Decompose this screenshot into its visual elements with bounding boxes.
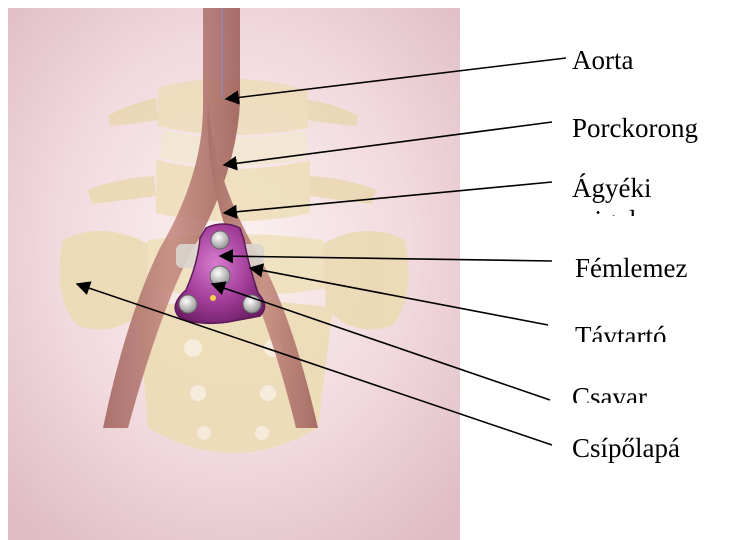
label-disc: Porckorong bbox=[572, 112, 729, 148]
label-lumbar-text: Ágyéki bbox=[572, 172, 702, 204]
label-aorta: Aorta bbox=[572, 44, 702, 70]
label-disc-text: Porckorong bbox=[572, 112, 729, 144]
label-lumbar: Ágyéki csigolya bbox=[572, 172, 702, 216]
spine-implant-illustration bbox=[8, 8, 460, 540]
screw-head-left bbox=[179, 295, 197, 313]
label-plate-text: Fémlemez bbox=[575, 252, 725, 284]
label-spacer: Távtartó bbox=[575, 320, 705, 342]
label-pelvis: Csípőlapá bbox=[572, 432, 722, 468]
label-screw: Csavar bbox=[572, 381, 702, 403]
label-aorta-text: Aorta bbox=[572, 44, 702, 70]
label-spacer-text: Távtartó bbox=[575, 320, 705, 342]
screw-head-center bbox=[210, 266, 230, 286]
screw-head-right bbox=[243, 295, 261, 313]
label-lumbar-cut-text: csigolya bbox=[572, 204, 702, 216]
label-screw-text: Csavar bbox=[572, 381, 702, 403]
label-plate: Fémlemez bbox=[575, 252, 725, 288]
label-pelvis-text: Csípőlapá bbox=[572, 432, 722, 464]
screw-head-top bbox=[211, 231, 229, 249]
